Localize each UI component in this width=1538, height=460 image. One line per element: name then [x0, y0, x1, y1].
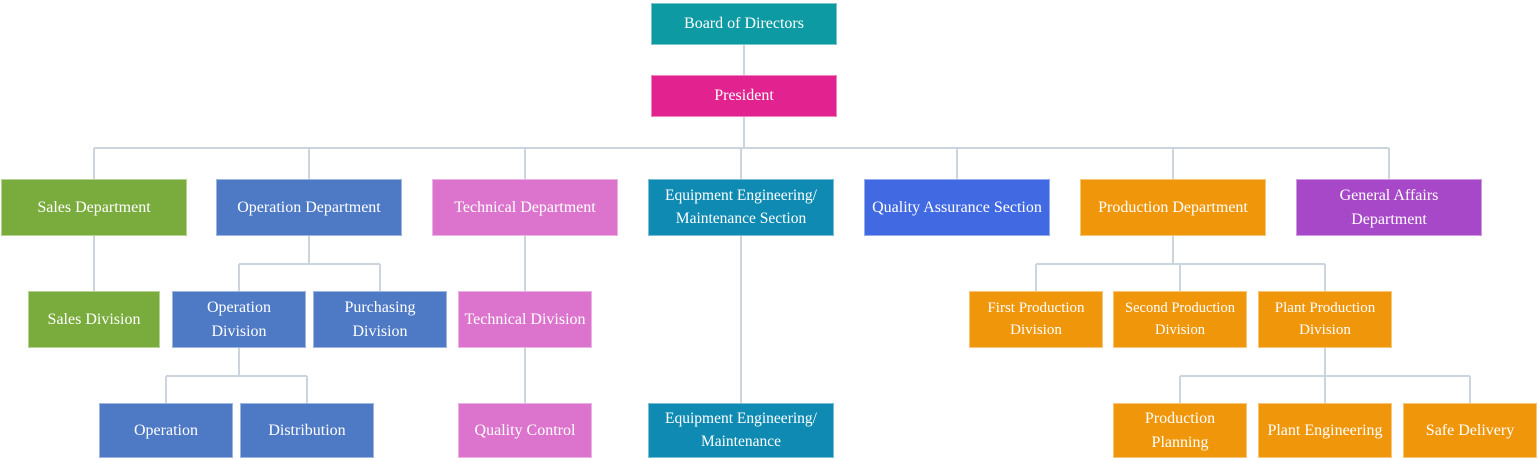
org-node-president: President — [651, 75, 837, 117]
org-node-label: Equipment Engineering/ Maintenance Secti… — [665, 187, 817, 227]
org-node-label: Operation Department — [237, 198, 381, 216]
org-node-label: First Production Division — [987, 299, 1085, 338]
org-node-technical-dept: Technical Department — [432, 179, 618, 236]
org-node-label: President — [714, 87, 774, 105]
org-node-plant-prod-div: Plant Production Division — [1258, 291, 1392, 348]
org-node-distribution: Distribution — [240, 403, 374, 458]
org-node-purchasing-div: Purchasing Division — [313, 291, 447, 348]
org-node-label: Distribution — [268, 421, 346, 439]
org-node-label: Quality Control — [474, 421, 576, 439]
org-node-label: Equipment Engineering/ Maintenance — [665, 410, 817, 450]
org-node-label: Sales Department — [37, 198, 151, 216]
org-node-equipment-section: Equipment Engineering/ Maintenance Secti… — [648, 179, 834, 236]
org-node-first-prod-div: First Production Division — [969, 291, 1103, 348]
org-node-label: Technical Division — [464, 310, 586, 328]
org-node-label: Board of Directors — [684, 15, 804, 33]
org-node-label: Technical Department — [454, 198, 596, 216]
org-node-label: Plant Engineering — [1267, 421, 1383, 439]
org-node-label: Operation — [134, 421, 198, 439]
org-node-operation-dept: Operation Department — [216, 179, 402, 236]
org-node-sales-div: Sales Division — [28, 291, 160, 348]
org-node-equipment-maint: Equipment Engineering/ Maintenance — [648, 403, 834, 458]
org-node-board: Board of Directors — [651, 3, 837, 45]
org-node-operation: Operation — [99, 403, 233, 458]
org-node-qa-section: Quality Assurance Section — [864, 179, 1050, 236]
org-node-quality-control: Quality Control — [458, 403, 592, 458]
org-node-second-prod-div: Second Production Division — [1113, 291, 1247, 348]
org-node-technical-div: Technical Division — [458, 291, 592, 348]
org-node-label: Production Department — [1098, 198, 1248, 216]
org-node-safe-delivery: Safe Delivery — [1403, 403, 1537, 458]
org-node-prod-planning: Production Planning — [1113, 403, 1247, 458]
org-node-label: Second Production Division — [1125, 300, 1235, 338]
org-node-general-affairs-dept: General Affairs Department — [1296, 179, 1482, 236]
org-node-label: Production Planning — [1144, 410, 1216, 451]
org-node-label: Plant Production Division — [1274, 299, 1376, 338]
org-node-sales-dept: Sales Department — [1, 179, 187, 236]
org-node-label: General Affairs Department — [1339, 187, 1439, 228]
org-node-label: Operation Division — [207, 299, 271, 340]
org-node-label: Purchasing Division — [344, 299, 416, 340]
org-node-operation-div: Operation Division — [172, 291, 306, 348]
org-node-production-dept: Production Department — [1080, 179, 1266, 236]
org-node-label: Quality Assurance Section — [872, 198, 1042, 216]
org-node-label: Safe Delivery — [1425, 421, 1515, 439]
org-node-plant-eng: Plant Engineering — [1258, 403, 1392, 458]
org-node-label: Sales Division — [47, 310, 141, 328]
